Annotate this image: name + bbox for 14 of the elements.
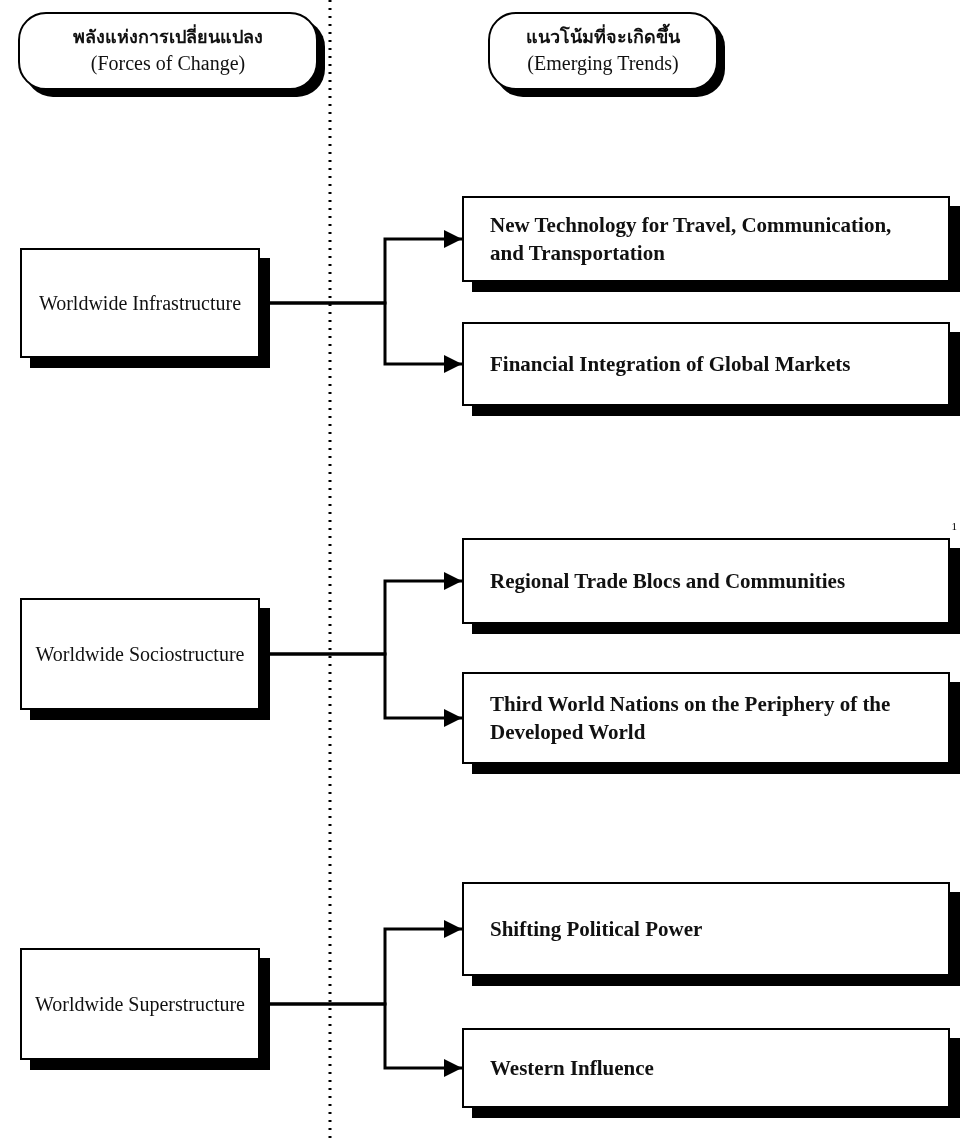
box-text: Worldwide Superstructure bbox=[35, 991, 245, 1018]
heading-text: (Forces of Change) bbox=[90, 50, 246, 77]
box-text: Regional Trade Blocs and Communities bbox=[490, 567, 846, 595]
box-text: Worldwide Infrastructure bbox=[38, 290, 242, 316]
page-mark: 1 bbox=[951, 520, 957, 532]
box-text: Worldwide Sociostructure bbox=[35, 641, 245, 667]
box-text: Western Influence bbox=[490, 1054, 654, 1082]
heading-text: พลังแห่งการเปลี่ยนแปลง bbox=[73, 25, 263, 50]
box-text: New Technology for Travel, Communication, and Transportation bbox=[490, 211, 893, 267]
box-text: Third World Nations on the Periphery of the Developed World bbox=[490, 690, 892, 746]
box-text: Financial Integration of Global Markets bbox=[490, 350, 851, 378]
heading-text: (Emerging Trends) bbox=[527, 50, 679, 77]
heading-text: แนวโน้มที่จะเกิดขึ้น bbox=[526, 25, 680, 50]
box-text: Shifting Political Power bbox=[490, 915, 703, 943]
